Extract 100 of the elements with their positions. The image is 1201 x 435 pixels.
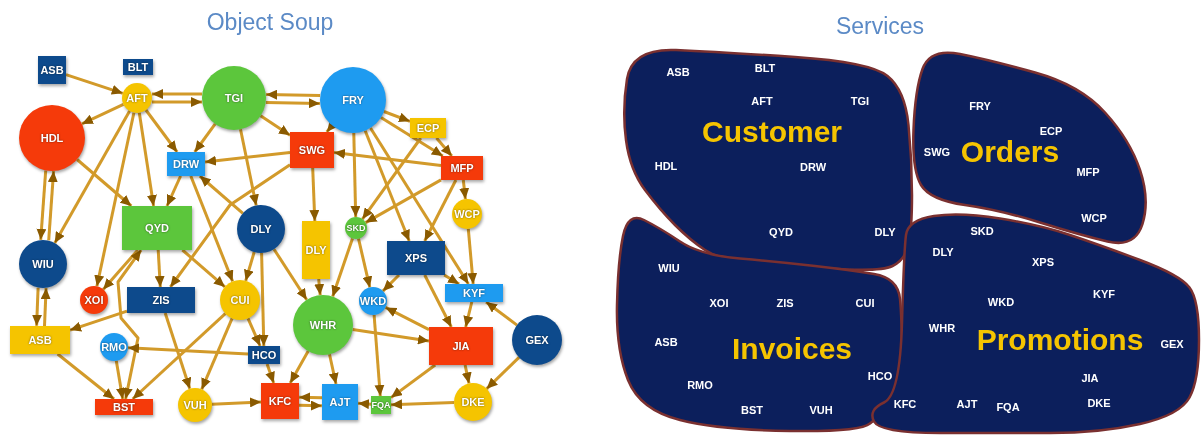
- object-name: DKE: [1087, 397, 1111, 409]
- object-box: KFC: [261, 383, 299, 419]
- arrow: [32, 287, 43, 326]
- arrow: [81, 103, 125, 126]
- arrow: [165, 175, 182, 207]
- object-name: DLY: [874, 226, 896, 238]
- service-title: Orders: [960, 135, 1060, 169]
- arrow: [333, 148, 442, 167]
- object-circle: AFT: [122, 83, 152, 113]
- object-name: XPS: [1032, 256, 1054, 268]
- object-box: DLY: [302, 221, 330, 279]
- object-circle: TGI: [202, 66, 266, 130]
- object-box: ZIS: [127, 287, 195, 313]
- object-name: QYD: [769, 226, 793, 238]
- arrow: [361, 137, 422, 220]
- arrow: [423, 179, 458, 242]
- arrow: [258, 252, 269, 347]
- arrow: [314, 278, 325, 296]
- object-name: CUI: [855, 297, 875, 309]
- arrow: [244, 251, 256, 282]
- object-name: BST: [741, 404, 763, 416]
- arrow: [53, 110, 131, 244]
- arrow: [363, 130, 411, 242]
- object-circle: WCP: [452, 199, 482, 229]
- arrow: [272, 248, 308, 301]
- object-name: FQA: [996, 401, 1020, 413]
- arrow: [372, 314, 385, 397]
- object-circle: GEX: [512, 315, 562, 365]
- arrow: [36, 170, 48, 240]
- arrow: [461, 364, 472, 384]
- arrow: [56, 352, 115, 401]
- arrow: [193, 123, 217, 153]
- object-box: QYD: [122, 206, 192, 250]
- arrow: [435, 137, 453, 157]
- object-name: KYF: [1093, 288, 1115, 300]
- arrow: [102, 249, 139, 291]
- arrow: [328, 353, 339, 385]
- object-name: ASB: [666, 66, 690, 78]
- arrow: [364, 178, 442, 224]
- arrow: [266, 89, 321, 100]
- arrow: [40, 288, 51, 327]
- arrow: [69, 309, 128, 332]
- arrow: [65, 73, 124, 95]
- service-title: Customer: [702, 115, 842, 149]
- object-name: DRW: [799, 161, 827, 173]
- object-name: XOI: [709, 297, 729, 309]
- arrow: [137, 112, 157, 207]
- object-box: KYF: [445, 284, 503, 302]
- arrow: [357, 238, 373, 288]
- arrow: [154, 249, 165, 288]
- object-circle: SKD: [345, 217, 367, 239]
- arrow: [131, 312, 227, 401]
- object-box: FQA: [371, 396, 391, 414]
- object-name: DLY: [932, 246, 954, 258]
- arrow: [384, 306, 430, 331]
- object-name: WHR: [928, 322, 956, 334]
- object-name: HCO: [867, 370, 893, 382]
- object-circle: CUI: [220, 280, 260, 320]
- service-region: [622, 48, 912, 272]
- object-name: ZIS: [776, 297, 794, 309]
- arrow: [443, 273, 460, 286]
- arrow: [181, 248, 226, 289]
- object-box: ASB: [10, 326, 70, 354]
- arrow: [265, 98, 320, 109]
- arrow: [144, 109, 179, 153]
- object-name: SKD: [970, 225, 994, 237]
- arrow: [369, 127, 470, 285]
- arrow: [47, 171, 58, 241]
- arrow: [390, 363, 437, 399]
- panel-heading: Services: [835, 12, 925, 40]
- object-box: SWG: [290, 132, 334, 168]
- object-box: DRW: [167, 152, 205, 176]
- arrow: [350, 132, 361, 218]
- arrow: [246, 317, 262, 347]
- object-name: FRY: [969, 100, 991, 112]
- service-title: Promotions: [976, 323, 1144, 357]
- service-title: Invoices: [731, 332, 853, 366]
- object-circle: WHR: [293, 295, 353, 355]
- object-name: AJT: [956, 398, 978, 410]
- object-circle: RMO: [100, 333, 128, 361]
- arrow: [76, 158, 133, 208]
- object-name: RMO: [687, 379, 713, 391]
- arrow: [152, 97, 202, 107]
- panel-heading: Object Soup: [206, 8, 334, 36]
- arrow: [466, 228, 478, 285]
- object-name: TGI: [850, 95, 870, 107]
- arrow: [239, 129, 259, 206]
- arrow: [463, 301, 474, 328]
- arrow: [127, 343, 249, 356]
- arrow: [114, 360, 126, 400]
- object-circle: WIU: [19, 240, 67, 288]
- arrow: [198, 174, 244, 215]
- arrow: [265, 363, 276, 384]
- arrow: [189, 175, 234, 282]
- object-box: ECP: [410, 118, 446, 138]
- object-box: BST: [95, 399, 153, 415]
- object-box: MFP: [441, 156, 483, 180]
- arrow: [152, 89, 202, 99]
- object-name: SWG: [923, 146, 951, 158]
- arrow: [380, 116, 444, 158]
